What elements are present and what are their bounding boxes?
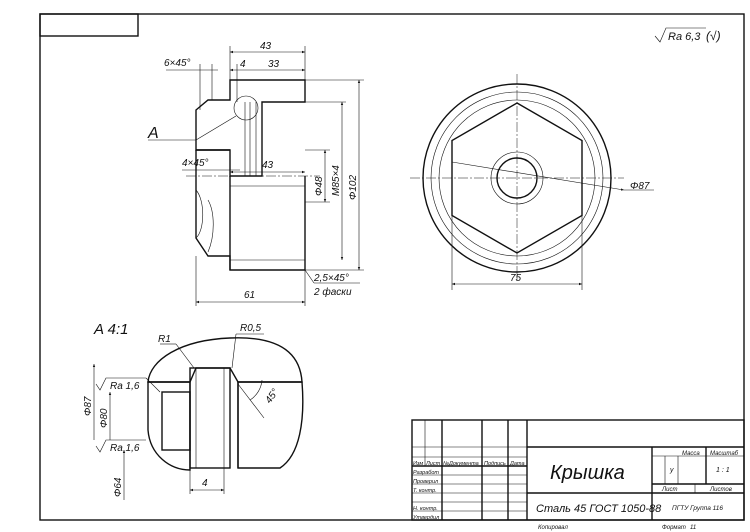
tb-col-doc: №Документа bbox=[443, 461, 479, 467]
detail-dia-87: Φ87 bbox=[83, 396, 94, 416]
dim-side-75: 75 bbox=[510, 273, 522, 284]
tb-list: Лист bbox=[661, 487, 677, 493]
tb-col-date: Дата bbox=[509, 461, 525, 467]
tb-row-nkontr: Н. контр. bbox=[413, 506, 438, 512]
detail-a: A 4:1 R1 R0,5 45° Ra 1,6 Ra 1,6 Φ87 Φ80 bbox=[83, 321, 304, 500]
tb-litera: у bbox=[669, 467, 674, 474]
dim-dia-48: Φ48 bbox=[314, 176, 325, 196]
detail-ra-bottom: Ra 1,6 bbox=[110, 443, 140, 454]
tb-scale: 1 : 1 bbox=[716, 467, 730, 474]
tb-row-tkontr: Т. контр. bbox=[413, 488, 437, 494]
dim-chamfer-inner: 4×45° bbox=[182, 158, 209, 169]
detail-dia-64: Φ64 bbox=[113, 477, 124, 497]
dim-4: 4 bbox=[240, 59, 246, 70]
section-letter-a: A bbox=[147, 125, 159, 142]
roughness-general-paren: (√) bbox=[706, 29, 721, 43]
tb-row-razrab: Разработ bbox=[413, 470, 439, 476]
dim-chamfer-top: 6×45° bbox=[164, 58, 191, 69]
detail-r05: R0,5 bbox=[240, 323, 262, 334]
tb-col-list: Лист bbox=[425, 461, 441, 467]
side-view: Φ87 75 bbox=[410, 74, 654, 290]
tb-row-prover: Проверил bbox=[413, 479, 438, 485]
tb-listov: Листов bbox=[709, 487, 732, 493]
tb-col-sign: Подпись bbox=[484, 461, 506, 467]
tb-row-utverd: Утвердил bbox=[412, 515, 439, 521]
dim-side-dia-87: Φ87 bbox=[630, 181, 650, 192]
dim-33: 33 bbox=[268, 59, 280, 70]
roughness-general-text: Ra 6,3 bbox=[668, 31, 701, 43]
tb-massa: Масса bbox=[682, 451, 700, 457]
main-view: A 43 4 33 6×45° 4×45° 43 Φ48 M85×4 Φ102 bbox=[147, 41, 364, 306]
detail-title: A 4:1 bbox=[93, 321, 128, 338]
tb-part-name: Крышка bbox=[550, 462, 625, 484]
dim-61: 61 bbox=[244, 290, 255, 301]
dim-chamfer-bottom: 2,5×45° bbox=[313, 273, 349, 284]
detail-dia-80: Φ80 bbox=[99, 408, 110, 428]
detail-len-4: 4 bbox=[202, 478, 208, 489]
tb-kopiroval: Копировал bbox=[538, 525, 568, 531]
dim-43-top: 43 bbox=[260, 41, 272, 52]
tb-col-izm: Изм bbox=[413, 461, 423, 467]
dim-chamfer-bottom-note: 2 фаски bbox=[313, 286, 352, 298]
detail-angle: 45° bbox=[263, 387, 281, 406]
tb-format-label: Формат bbox=[662, 525, 686, 531]
title-block: Изм Лист №Документа Подпись Дата Разрабо… bbox=[411, 419, 745, 531]
sheet-frame bbox=[39, 13, 745, 521]
tb-material: Сталь 45 ГОСТ 1050-88 bbox=[536, 503, 662, 515]
detail-r1: R1 bbox=[158, 334, 171, 345]
dim-43-inner: 43 bbox=[262, 160, 274, 171]
tb-masshtab: Масштаб bbox=[710, 451, 739, 457]
dim-thread: M85×4 bbox=[331, 165, 342, 196]
tb-org: ПГТУ Группа 116 bbox=[672, 505, 723, 512]
roughness-general: Ra 6,3 (√) bbox=[654, 27, 721, 43]
dim-dia-102: Φ102 bbox=[348, 175, 359, 200]
tb-format-value: 11 bbox=[690, 525, 696, 531]
detail-ra-top: Ra 1,6 bbox=[110, 381, 140, 392]
